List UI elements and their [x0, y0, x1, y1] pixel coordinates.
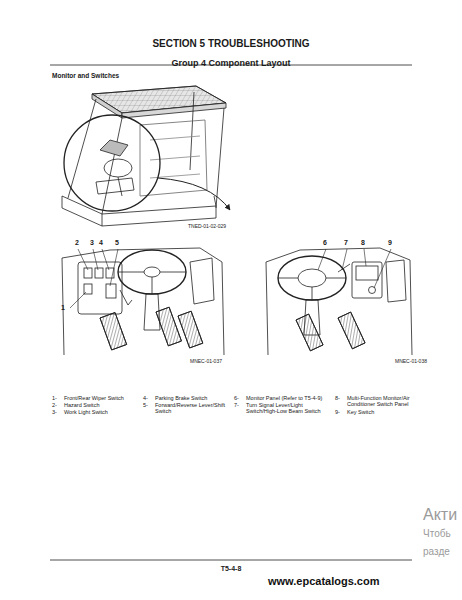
figure-code: TNED-01-02-029 [188, 224, 226, 230]
legend-item: Hazard Switch [64, 402, 140, 408]
legend-number: 6- [234, 395, 239, 401]
leader-lines [70, 249, 391, 308]
legend-item: Turn Signal Lever/Light Switch/High-Low … [246, 402, 334, 415]
page-number: T5-4-8 [221, 565, 242, 573]
legend-number: 9- [335, 409, 340, 415]
legend-item: Multi-Function Monitor/Air Conditioner S… [347, 395, 419, 408]
legend-item: Monitor Panel (Refer to T5-4-9) [246, 395, 334, 401]
legend-item: Front/Rear Wiper Switch [64, 395, 140, 401]
legend-number: 7- [234, 402, 239, 408]
group-heading: Group 4 Component Layout [172, 58, 291, 68]
legend-number: 8- [335, 395, 340, 401]
legend-number: 1- [52, 395, 57, 401]
watermark: разде [423, 546, 450, 558]
cab-drawing [62, 86, 230, 226]
right-dashboard-drawing [266, 248, 412, 355]
callout-number: 2 [75, 239, 79, 247]
watermark: www.epcatalogs.com [268, 575, 379, 588]
callout-number: 1 [61, 304, 65, 312]
callout-number: 4 [99, 239, 103, 247]
figure-code: MNEC-01-037 [190, 359, 222, 365]
legend-number: 2- [52, 402, 57, 408]
watermark: Чтобь [423, 528, 451, 540]
legend-item: Work Light Switch [64, 409, 140, 415]
section-subheading: Monitor and Switches [52, 72, 119, 79]
legend-item: Forward/Reverse Lever/Shift Switch [155, 402, 227, 415]
page-title: SECTION 5 TROUBLESHOOTING [152, 38, 309, 50]
callout-number: 9 [388, 239, 392, 247]
legend-number: 5- [143, 402, 148, 408]
figure-code: MNEC-01-038 [395, 359, 427, 365]
legend-item: Parking Brake Switch [155, 395, 231, 401]
callout-number: 8 [361, 239, 365, 247]
callout-number: 7 [344, 239, 348, 247]
legend-number: 3- [52, 409, 57, 415]
legend-number: 4- [143, 395, 148, 401]
callout-number: 6 [323, 239, 327, 247]
legend-item: Key Switch [347, 409, 419, 415]
left-dashboard-drawing [62, 248, 224, 355]
callout-number: 5 [115, 239, 119, 247]
callout-number: 3 [90, 239, 94, 247]
watermark: Акти [423, 506, 457, 524]
footer-rule [50, 560, 412, 561]
